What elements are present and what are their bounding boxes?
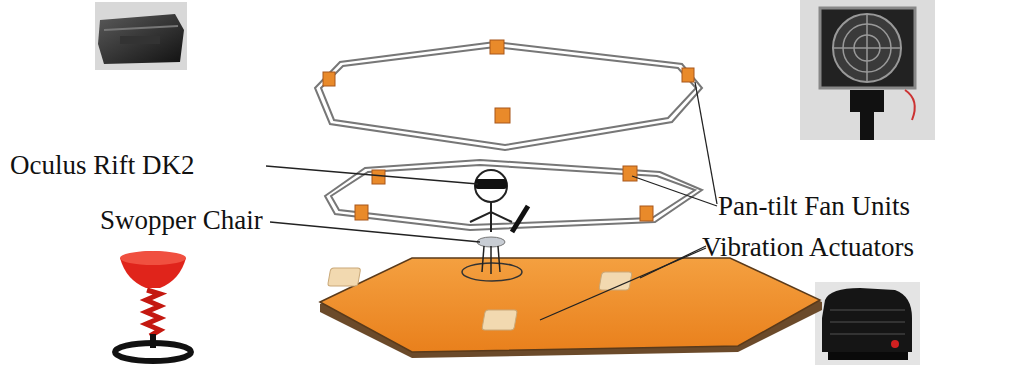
leader-line [266,82,717,320]
actuator-photo [815,282,920,365]
user-figure [470,170,528,274]
fan-unit [355,166,653,221]
fan-unit [323,40,694,123]
fan-ring-top [315,42,702,150]
headset-photo [95,2,187,70]
callout-label: Oculus Rift DK2 [10,150,195,180]
fan-photo [800,0,935,140]
fan-ring-middle [325,160,702,230]
callout-label: Swopper Chair [100,205,263,235]
callout-label: Pan-tilt Fan Units [718,191,910,221]
chair-photo [115,251,191,361]
callout-label: Vibration Actuators [702,232,914,262]
floor-platform [320,258,822,358]
